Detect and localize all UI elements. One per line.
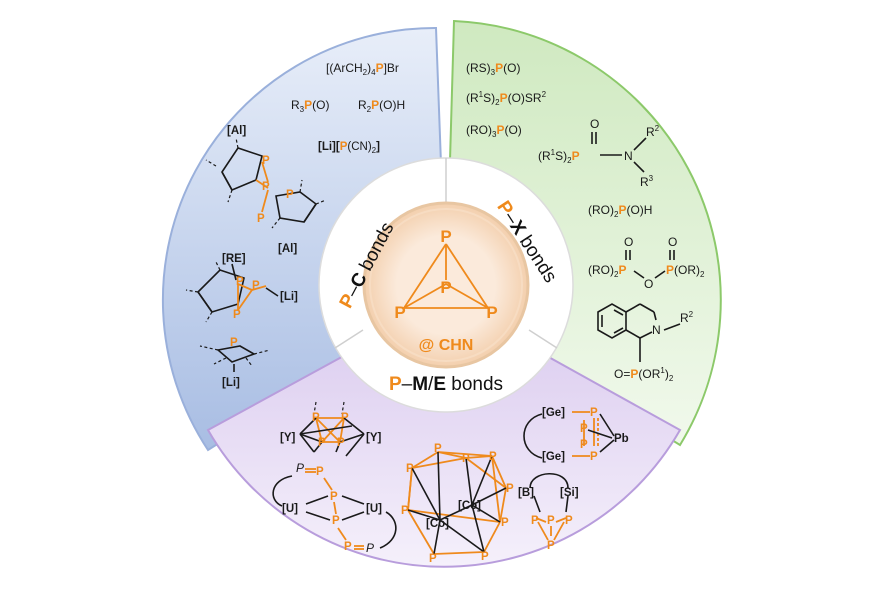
pme-bonds-label: P–M/E bonds xyxy=(389,374,503,395)
svg-text:P: P xyxy=(406,463,414,475)
al-bottom-label: [Al] xyxy=(278,243,297,255)
svg-text:P: P xyxy=(531,515,539,527)
p4-atom-right: P xyxy=(486,303,497,322)
svg-text:(R1S)2P: (R1S)2P xyxy=(538,148,580,165)
p4-atom-left: P xyxy=(394,303,405,322)
svg-text:P: P xyxy=(401,505,409,517)
core-label: @ CHN xyxy=(419,337,474,354)
svg-text:O: O xyxy=(644,277,653,291)
svg-text:P: P xyxy=(341,412,349,424)
svg-text:[Si]: [Si] xyxy=(560,487,579,499)
svg-text:P: P xyxy=(344,541,352,553)
svg-text:O=P(OR1)2: O=P(OR1)2 xyxy=(614,366,674,383)
px-formula-phosphite-h: (RO)2P(O)H xyxy=(588,203,652,219)
svg-text:P: P xyxy=(366,541,374,555)
svg-text:P: P xyxy=(312,412,320,424)
svg-text:[Co]: [Co] xyxy=(426,518,449,530)
svg-text:N: N xyxy=(652,323,661,337)
svg-text:P: P xyxy=(318,437,326,449)
pc-p-atom-1: P xyxy=(262,155,270,167)
svg-text:P: P xyxy=(434,443,442,455)
li-label-2: [Li] xyxy=(222,377,240,389)
svg-text:P: P xyxy=(330,491,338,503)
svg-text:[B]: [B] xyxy=(518,487,534,499)
svg-text:P: P xyxy=(316,466,324,478)
svg-text:[Y]: [Y] xyxy=(366,432,382,444)
svg-text:P: P xyxy=(506,483,514,495)
svg-text:P: P xyxy=(590,451,598,463)
svg-text:P: P xyxy=(337,437,345,449)
svg-text:(RO)2P: (RO)2P xyxy=(588,263,626,279)
svg-text:P: P xyxy=(429,553,437,565)
svg-text:N: N xyxy=(624,149,633,163)
svg-text:O: O xyxy=(668,235,677,249)
pc-p-atom-2: P xyxy=(262,181,270,193)
svg-text:P: P xyxy=(296,461,304,475)
pc-formula-dicyanophosphide: [Li][P(CN)2] xyxy=(318,141,380,155)
px-formula-thioester: (R1S)2P(O)SR2 xyxy=(466,90,547,107)
pc-formula-secondary-oxide: R2P(O)H xyxy=(358,98,405,114)
p4-atom-mid: P xyxy=(440,278,451,297)
svg-text:P: P xyxy=(481,551,489,563)
svg-text:P(OR)2: P(OR)2 xyxy=(666,263,705,279)
pc-p-atom-4: P xyxy=(286,189,294,201)
pc-p-atom-7: P xyxy=(233,309,241,321)
svg-text:P: P xyxy=(547,515,555,527)
svg-text:P: P xyxy=(580,423,588,435)
pc-p-atom-5: P xyxy=(252,280,260,292)
svg-text:P: P xyxy=(489,451,497,463)
svg-text:[U]: [U] xyxy=(366,503,382,515)
svg-text:[Ge]: [Ge] xyxy=(542,451,565,463)
svg-text:P: P xyxy=(580,439,588,451)
li-label-1: [Li] xyxy=(280,291,298,303)
pc-formula-phosphine-oxide: R3P(O) xyxy=(291,98,329,114)
svg-text:Pb: Pb xyxy=(614,433,629,445)
p4-atom-top: P xyxy=(440,227,451,246)
svg-text:P: P xyxy=(332,515,340,527)
svg-text:P: P xyxy=(547,540,555,552)
svg-text:O: O xyxy=(590,117,599,131)
svg-text:P: P xyxy=(565,515,573,527)
pc-formula-phosphonium: [(ArCH2)4P]Br xyxy=(326,61,399,77)
svg-text:O: O xyxy=(624,235,633,249)
svg-text:[Ge]: [Ge] xyxy=(542,407,565,419)
svg-text:[Y]: [Y] xyxy=(280,432,296,444)
pc-p-atom-8: P xyxy=(230,337,238,349)
svg-text:[U]: [U] xyxy=(282,503,298,515)
svg-text:[Co]: [Co] xyxy=(458,500,481,512)
svg-text:P: P xyxy=(590,407,598,419)
al-top-label: [Al] xyxy=(227,125,246,137)
svg-text:P: P xyxy=(462,453,470,465)
re-label: [RE] xyxy=(222,253,246,265)
pc-p-atom-6: P xyxy=(236,276,244,288)
svg-text:P: P xyxy=(501,517,509,529)
pc-p-atom-3: P xyxy=(257,213,265,225)
